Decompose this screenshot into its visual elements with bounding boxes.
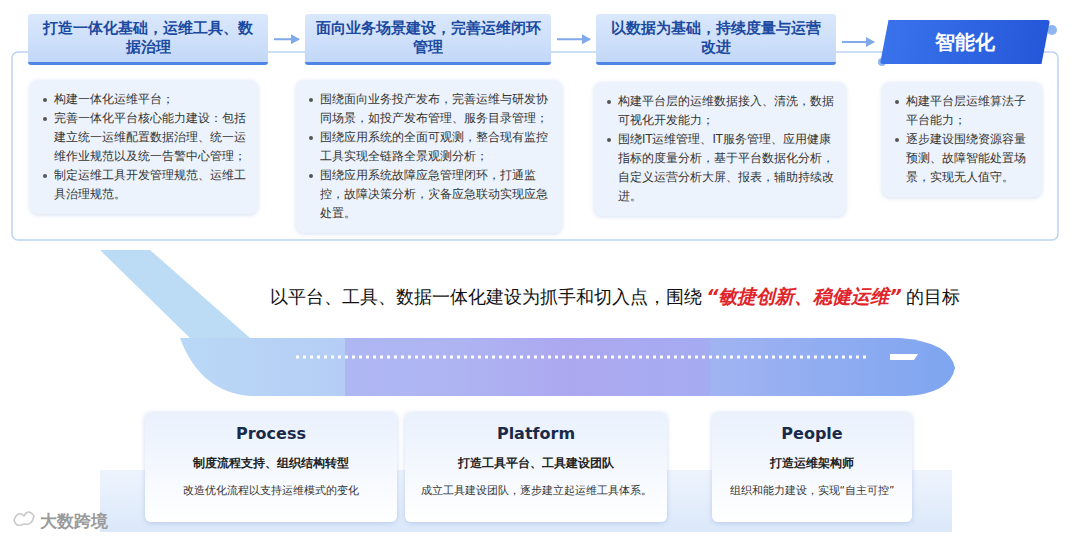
bullet-item: 构建平台层的运维数据接入、清洗，数据可视化开发能力；	[606, 92, 834, 130]
bullet-dot	[309, 98, 313, 102]
bullet-text-span: 逐步建设围绕资源容量预测、故障智能处置场景，实现无人值守。	[906, 132, 1026, 184]
stage-header: 智能化	[880, 20, 1050, 64]
flow-arrow	[842, 41, 874, 43]
header-text: 打造一体化基础，运维工具、数据治理	[38, 19, 258, 57]
card-subtitle: 打造工具平台、工具建设团队	[413, 455, 659, 472]
bullet-item: 围绕IT运维管理、IT服务管理、应用健康指标的度量分析，基于平台数据化分析，自定…	[606, 130, 834, 206]
pillar-card: Process 制度流程支持、组织结构转型改造优化流程以支持运维模式的变化	[145, 412, 397, 522]
pillar-card: People 打造运维架构师组织和能力建设，实现“自主可控”	[712, 412, 912, 522]
bullet-item: 完善一体化平台核心能力建设：包括建立统一运维配置数据治理、统一运维作业规范以及统…	[42, 109, 246, 166]
header-text: 以数据为基础，持续度量与运营改进	[606, 19, 826, 57]
slogan-text: 的目标	[906, 286, 960, 307]
header-text: 智能化	[935, 30, 995, 55]
top-frame	[12, 52, 1058, 240]
pillar-card: Platform 打造工具平台、工具建设团队成立工具建设团队，逐步建立起运维工具体…	[405, 412, 667, 522]
bullet-text-span: 构建平台层运维算法子平台能力；	[906, 94, 1026, 127]
card-title: People	[720, 424, 904, 443]
card-title: Platform	[413, 424, 659, 443]
bullet-dot	[895, 100, 899, 104]
bullet-item: 构建一体化运维平台；	[42, 90, 246, 109]
card-body: 组织和能力建设，实现“自主可控”	[720, 484, 904, 498]
bullet-item: 围绕应用系统的全面可观测，整合现有监控工具实现全链路全景观测分析；	[308, 128, 550, 166]
flow-arrow	[274, 38, 299, 40]
content-card: 构建平台层的运维数据接入、清洗，数据可视化开发能力； 围绕IT运维管理、IT服务管…	[594, 82, 846, 216]
bullet-text-span: 围绕IT运维管理、IT服务管理、应用健康指标的度量分析，基于平台数据化分析，自定…	[618, 132, 834, 203]
bullet-item: 围绕面向业务投产发布，完善运维与研发协同场景，如投产发布管理、服务目录管理；	[308, 90, 550, 128]
card-body: 成立工具建设团队，逐步建立起运维工具体系。	[413, 484, 659, 498]
content-card: 围绕面向业务投产发布，完善运维与研发协同场景，如投产发布管理、服务目录管理； 围绕…	[296, 80, 562, 233]
bullet-dot	[309, 174, 313, 178]
bullet-item: 构建平台层运维算法子平台能力；	[894, 92, 1030, 130]
stage-header: 面向业务场景建设，完善运维闭环管理	[305, 14, 551, 65]
plane-fuselage	[180, 338, 955, 396]
bullet-dot	[607, 138, 611, 142]
plane-tail	[100, 250, 250, 338]
bullet-text-span: 围绕面向业务投产发布，完善运维与研发协同场景，如投产发布管理、服务目录管理；	[320, 92, 548, 125]
content-card: 构建平台层运维算法子平台能力； 逐步建设围绕资源容量预测、故障智能处置场景，实现无…	[882, 82, 1042, 197]
bullet-text-span: 构建一体化运维平台；	[54, 92, 174, 106]
stage-header: 打造一体化基础，运维工具、数据治理	[28, 14, 268, 65]
bullet-text-span: 围绕应用系统的全面可观测，整合现有监控工具实现全链路全景观测分析；	[320, 130, 548, 163]
watermark: 大数跨境	[40, 510, 108, 533]
card-subtitle: 打造运维架构师	[720, 455, 904, 472]
bullet-text-span: 构建平台层的运维数据接入、清洗，数据可视化开发能力；	[618, 94, 834, 127]
bullet-dot	[895, 138, 899, 142]
slogan-highlight: “敏捷创新、稳健运维”	[706, 285, 901, 307]
card-body: 改造优化流程以支持运维模式的变化	[153, 484, 389, 498]
stage-header: 以数据为基础，持续度量与运营改进	[596, 14, 836, 65]
bullet-dot	[43, 117, 47, 121]
bullet-text-span: 制定运维工具开发管理规范、运维工具治理规范。	[54, 168, 246, 201]
bullet-item: 逐步建设围绕资源容量预测、故障智能处置场景，实现无人值守。	[894, 130, 1030, 187]
bullet-dot	[43, 174, 47, 178]
watermark-icon	[14, 512, 34, 525]
bullet-dot	[309, 136, 313, 140]
bullet-dot	[43, 98, 47, 102]
card-subtitle: 制度流程支持、组织结构转型	[153, 455, 389, 472]
flow-arrow	[557, 38, 590, 40]
bullet-text-span: 围绕应用系统故障应急管理闭环，打通监控，故障决策分析，灾备应急联动实现应急处置。	[320, 168, 548, 220]
plane-windows	[296, 356, 870, 359]
bullet-item: 制定运维工具开发管理规范、运维工具治理规范。	[42, 166, 246, 204]
slogan-text: 以平台、工具、数据一体化建设为抓手和切入点，围绕	[270, 286, 702, 307]
bullet-dot	[607, 100, 611, 104]
slogan: 以平台、工具、数据一体化建设为抓手和切入点，围绕“敏捷创新、稳健运维”的目标	[0, 284, 1080, 310]
header-text: 面向业务场景建设，完善运维闭环管理	[315, 19, 541, 57]
bullet-text-span: 完善一体化平台核心能力建设：包括建立统一运维配置数据治理、统一运维作业规范以及统…	[54, 111, 246, 163]
content-card: 构建一体化运维平台； 完善一体化平台核心能力建设：包括建立统一运维配置数据治理、统…	[30, 80, 258, 214]
cockpit-window	[890, 354, 918, 360]
card-title: Process	[153, 424, 389, 443]
mid-section	[345, 338, 710, 396]
bullet-item: 围绕应用系统故障应急管理闭环，打通监控，故障决策分析，灾备应急联动实现应急处置。	[308, 166, 550, 223]
